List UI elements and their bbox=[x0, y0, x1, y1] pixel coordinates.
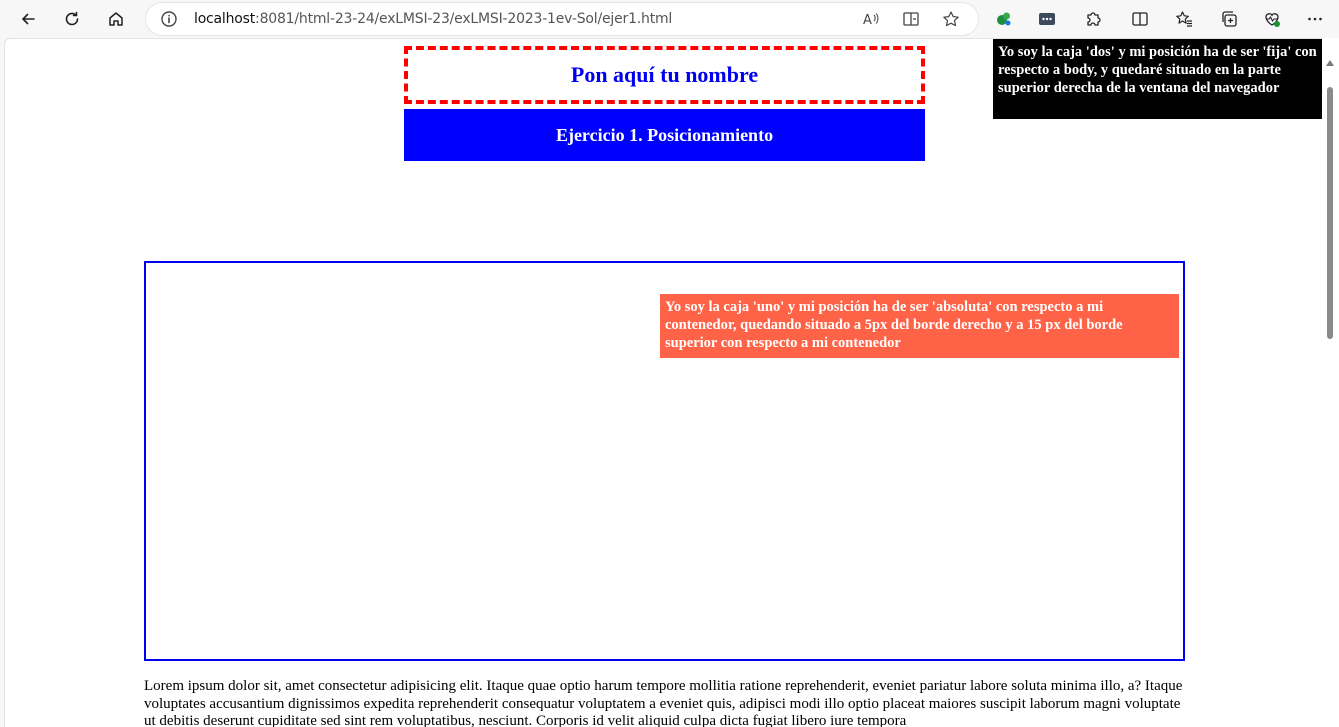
site-info-icon[interactable] bbox=[160, 10, 178, 28]
split-screen-icon bbox=[1132, 12, 1148, 26]
lorem-paragraph: Lorem ipsum dolor sit, amet consectetur … bbox=[144, 678, 1183, 727]
browser-toolbar: localhost:8081/html-23-24/exLMSI-23/exLM… bbox=[0, 0, 1339, 38]
extensions-button[interactable] bbox=[1077, 3, 1109, 35]
address-bar[interactable]: localhost:8081/html-23-24/exLMSI-23/exLM… bbox=[146, 3, 978, 35]
page-viewport: Pon aquí tu nombre Ejercicio 1. Posicion… bbox=[4, 38, 1322, 727]
box-uno: Yo soy la caja 'uno' y mi posición ha de… bbox=[660, 294, 1179, 358]
immersive-reader-icon[interactable] bbox=[902, 10, 920, 28]
favorites-button[interactable] bbox=[1168, 3, 1200, 35]
extensions-puzzle-icon bbox=[1087, 12, 1101, 26]
split-screen-button[interactable] bbox=[1124, 3, 1156, 35]
more-menu-icon bbox=[1308, 17, 1322, 21]
name-header: Pon aquí tu nombre bbox=[404, 46, 925, 104]
extension-dots-icon bbox=[1039, 13, 1055, 25]
exercise-title: Ejercicio 1. Posicionamiento bbox=[404, 109, 925, 161]
more-menu-button[interactable] bbox=[1299, 3, 1331, 35]
scrollbar-thumb[interactable] bbox=[1327, 87, 1333, 339]
collections-icon bbox=[1222, 11, 1237, 27]
favorites-icon bbox=[1176, 11, 1192, 27]
back-button[interactable] bbox=[12, 3, 44, 35]
collections-button[interactable] bbox=[1213, 3, 1245, 35]
box-dos: Yo soy la caja 'dos' y mi posición ha de… bbox=[993, 39, 1322, 119]
home-icon bbox=[109, 12, 123, 26]
url-path: :8081/html-23-24/exLMSI-23/exLMSI-2023-1… bbox=[255, 11, 673, 27]
positioning-container: Yo soy la caja 'uno' y mi posición ha de… bbox=[144, 261, 1185, 661]
extension-leaf-icon bbox=[997, 12, 1011, 26]
browser-essentials-icon bbox=[1265, 13, 1280, 27]
home-button[interactable] bbox=[100, 3, 132, 35]
svg-text:A: A bbox=[863, 13, 872, 28]
refresh-button[interactable] bbox=[56, 3, 88, 35]
extension-leaf-button[interactable] bbox=[988, 3, 1020, 35]
scroll-up-arrow-icon[interactable] bbox=[1326, 60, 1334, 66]
favorite-star-icon[interactable] bbox=[942, 10, 960, 28]
refresh-icon bbox=[65, 11, 79, 26]
extension-dots-button[interactable] bbox=[1031, 3, 1063, 35]
back-icon bbox=[21, 13, 35, 25]
read-aloud-icon[interactable]: A bbox=[862, 10, 880, 28]
browser-essentials-button[interactable] bbox=[1256, 3, 1288, 35]
url-text[interactable]: localhost:8081/html-23-24/exLMSI-23/exLM… bbox=[194, 11, 672, 27]
vertical-scrollbar[interactable] bbox=[1322, 38, 1339, 727]
url-host: localhost bbox=[194, 11, 256, 27]
